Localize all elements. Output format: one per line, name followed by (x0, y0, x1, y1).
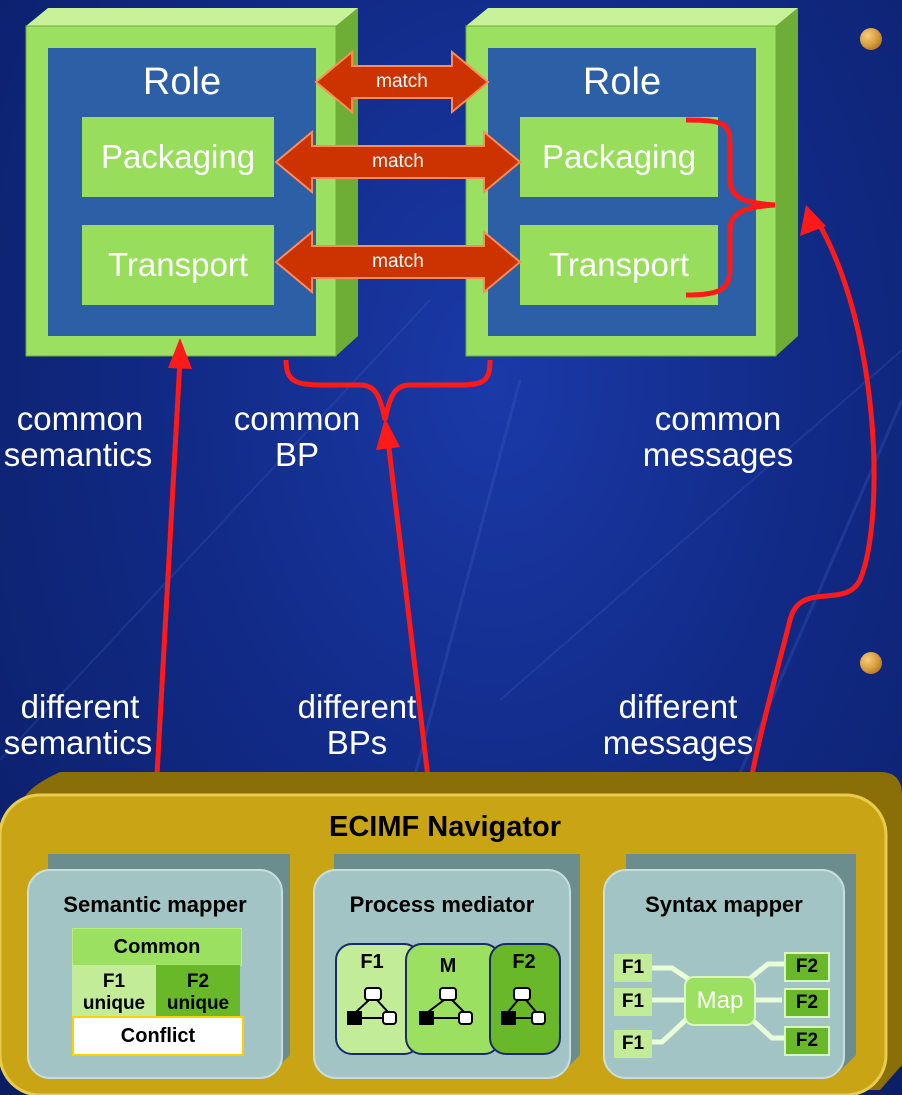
different-semantics-label-line2: semantics (3, 724, 153, 761)
right-role-title: Role (582, 60, 662, 103)
pm-column-m: M (439, 955, 457, 977)
pm-column-f2: F2 (512, 951, 536, 973)
navigator-title: ECIMF Navigator (328, 811, 562, 843)
f2-unique-cell: F2 unique (156, 965, 240, 1017)
syntax-f1-box: F1 (614, 1030, 652, 1058)
common-semantics-label-line2: semantics (3, 436, 153, 473)
semantic-mapper-title: Semantic mapper (63, 892, 247, 917)
different-bps-label-line1: different (297, 688, 417, 725)
match-label-transport: match (372, 251, 424, 272)
match-label-packaging: match (372, 151, 424, 172)
left-role-title: Role (142, 60, 222, 103)
syntax-f2-box: F2 (784, 1026, 830, 1056)
common-messages-label-line2: messages (642, 436, 794, 473)
common-bp-label-line1: common (233, 400, 361, 437)
process-mediator-title: Process mediator (349, 892, 535, 917)
common-bp-label-line2: BP (274, 436, 320, 473)
syntax-map-box: Map (684, 976, 756, 1026)
different-bps-label-line2: BPs (326, 724, 388, 761)
left-transport-box: Transport (82, 225, 274, 305)
syntax-f2-box: F2 (784, 952, 830, 982)
left-packaging-box: Packaging (82, 117, 274, 197)
different-messages-label-line2: messages (602, 724, 754, 761)
different-messages-label-line1: different (618, 688, 738, 725)
conflict-cell: Conflict (72, 1016, 244, 1056)
pm-column-f1: F1 (360, 951, 384, 973)
common-messages-label-line1: common (654, 400, 782, 437)
right-packaging-box: Packaging (520, 117, 718, 197)
workflow-icon (419, 987, 473, 1025)
bullet-icon (860, 652, 882, 674)
workflow-icon (347, 987, 397, 1025)
match-arrow-role (314, 49, 490, 115)
syntax-mapper-title: Syntax mapper (645, 892, 803, 917)
bullet-icon (860, 28, 882, 50)
syntax-f1-box: F1 (614, 988, 652, 1016)
workflow-icon (501, 987, 546, 1025)
syntax-f1-box: F1 (614, 954, 652, 982)
syntax-f2-box: F2 (784, 988, 830, 1018)
right-transport-box: Transport (520, 225, 718, 305)
match-label-role: match (376, 71, 428, 92)
match-arrow-packaging (274, 129, 522, 195)
different-semantics-label-line1: different (20, 688, 140, 725)
common-semantics-label-line1: common (16, 400, 144, 437)
match-arrow-transport (274, 229, 522, 295)
common-cell: Common (72, 928, 242, 966)
f1-unique-cell: F1 unique (72, 965, 156, 1017)
